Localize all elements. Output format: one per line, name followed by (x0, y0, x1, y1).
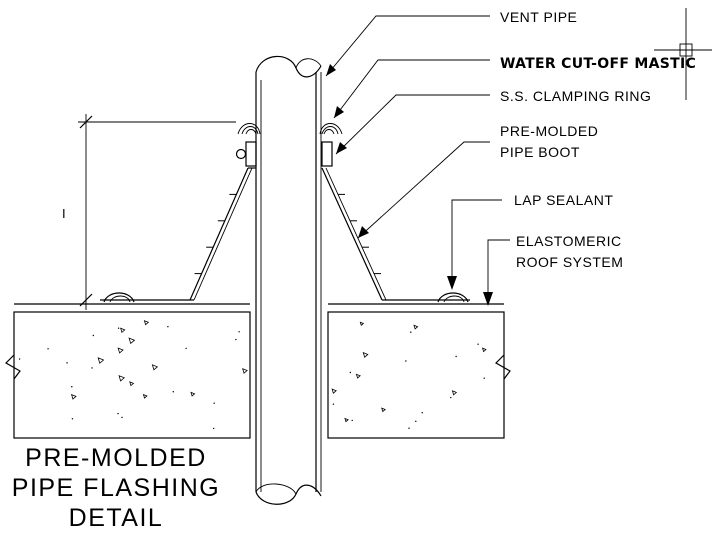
concrete-deck-left (13, 311, 251, 439)
label-clamping-ring: S.S. CLAMPING RING (500, 88, 651, 104)
label-pipe-boot-1: PRE-MOLDED (500, 123, 598, 139)
break-lines (5, 354, 511, 380)
label-roof-system-2: ROOF SYSTEM (516, 254, 623, 270)
lap-sealant-beads (103, 292, 469, 303)
title-line-3: DETAIL (69, 504, 164, 532)
label-water-cutoff-mastic: WATER CUT-OFF MASTIC (500, 56, 696, 72)
label-roof-system-1: ELASTOMERIC (516, 233, 622, 249)
leader-pipe-boot (357, 141, 490, 239)
title-line-2: PIPE FLASHING (12, 474, 220, 502)
label-lap-sealant: LAP SEALANT (514, 192, 613, 208)
concrete-aggregate (18, 320, 487, 430)
clamping-ring (235, 141, 333, 167)
pipe-boot-right (321, 167, 470, 301)
concrete-deck-right (327, 311, 505, 439)
leader-clamping-ring (335, 94, 490, 155)
leader-vent-pipe (325, 15, 490, 77)
title-line-1: PRE-MOLDED (25, 444, 207, 472)
vent-pipe (255, 55, 322, 505)
leader-mastic (333, 59, 490, 119)
height-dimension: I (62, 114, 236, 310)
dimension-text: I (62, 206, 66, 221)
leader-roof-system (483, 239, 510, 306)
water-cutoff-mastic (237, 123, 343, 135)
label-vent-pipe: VENT PIPE (500, 9, 577, 25)
crosshair-marker (654, 8, 712, 100)
label-pipe-boot-2: PIPE BOOT (500, 144, 580, 160)
leader-lap-sealant (447, 199, 502, 290)
pipe-boot-left (100, 167, 256, 301)
